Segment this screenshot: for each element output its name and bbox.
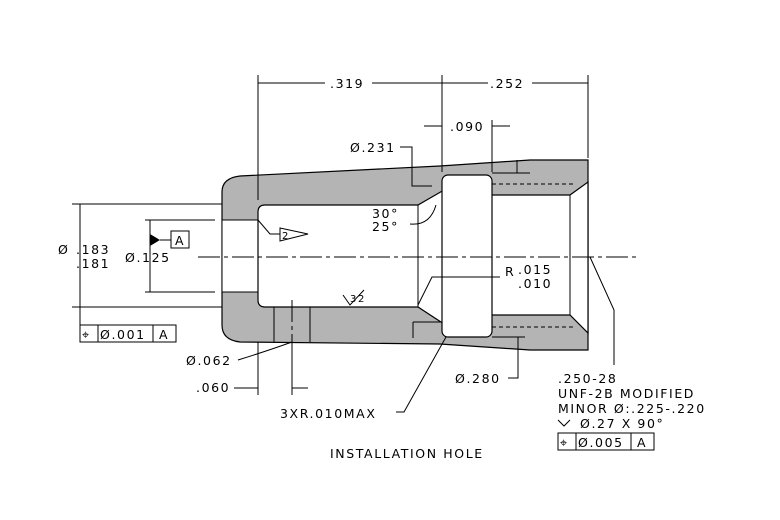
dim-062: Ø.062 — [186, 353, 232, 368]
radius-010: .010 — [518, 276, 552, 291]
pilot-hole — [222, 220, 260, 292]
surface-finish: 32 — [350, 294, 366, 305]
thread-note-line3: MINOR Ø:.225-.220 — [558, 401, 706, 416]
fcf-left: ⌖ Ø.001 A — [79, 324, 177, 343]
dim-319: .319 — [330, 76, 364, 91]
flag-note-icon — [279, 227, 309, 242]
radius-015: .015 — [518, 262, 552, 277]
fcf-left-datum: A — [159, 327, 169, 342]
datum-triangle-icon — [150, 234, 160, 246]
radius-prefix: R — [505, 264, 515, 279]
thread-note-line4: Ø.27 X 90° — [580, 416, 664, 431]
thread-note-line2: UNF-2B MODIFIED — [558, 386, 695, 401]
drawing-title: INSTALLATION HOLE — [330, 446, 484, 461]
dim-183: .183 — [76, 242, 110, 257]
radius-note: 3XR.010MAX — [280, 406, 377, 421]
dim-060: .060 — [196, 380, 230, 395]
groove — [441, 174, 493, 338]
countersink-icon — [557, 419, 571, 427]
dim-090: .090 — [450, 119, 484, 134]
fcf-right: ⌖ Ø.005 A — [557, 432, 655, 451]
flag-note: 2 — [282, 231, 290, 242]
thread-note-line1: .250-28 — [558, 371, 617, 386]
dim-280: Ø.280 — [455, 371, 501, 386]
fcf-right-datum: A — [637, 435, 647, 450]
position-icon: ⌖ — [560, 435, 569, 450]
dim-181: .181 — [76, 256, 110, 271]
fcf-right-tolerance: Ø.005 — [578, 435, 624, 450]
datum-a: A — [175, 233, 185, 248]
dim-252: .252 — [490, 76, 524, 91]
dim-dia-prefix: Ø — [58, 242, 69, 257]
angle-30: 30° — [372, 206, 399, 221]
position-icon: ⌖ — [82, 327, 91, 342]
fcf-left-tolerance: Ø.001 — [100, 327, 146, 342]
dim-125: Ø.125 — [125, 250, 171, 265]
dim-231: Ø.231 — [350, 140, 396, 155]
angle-25: 25° — [372, 219, 399, 234]
